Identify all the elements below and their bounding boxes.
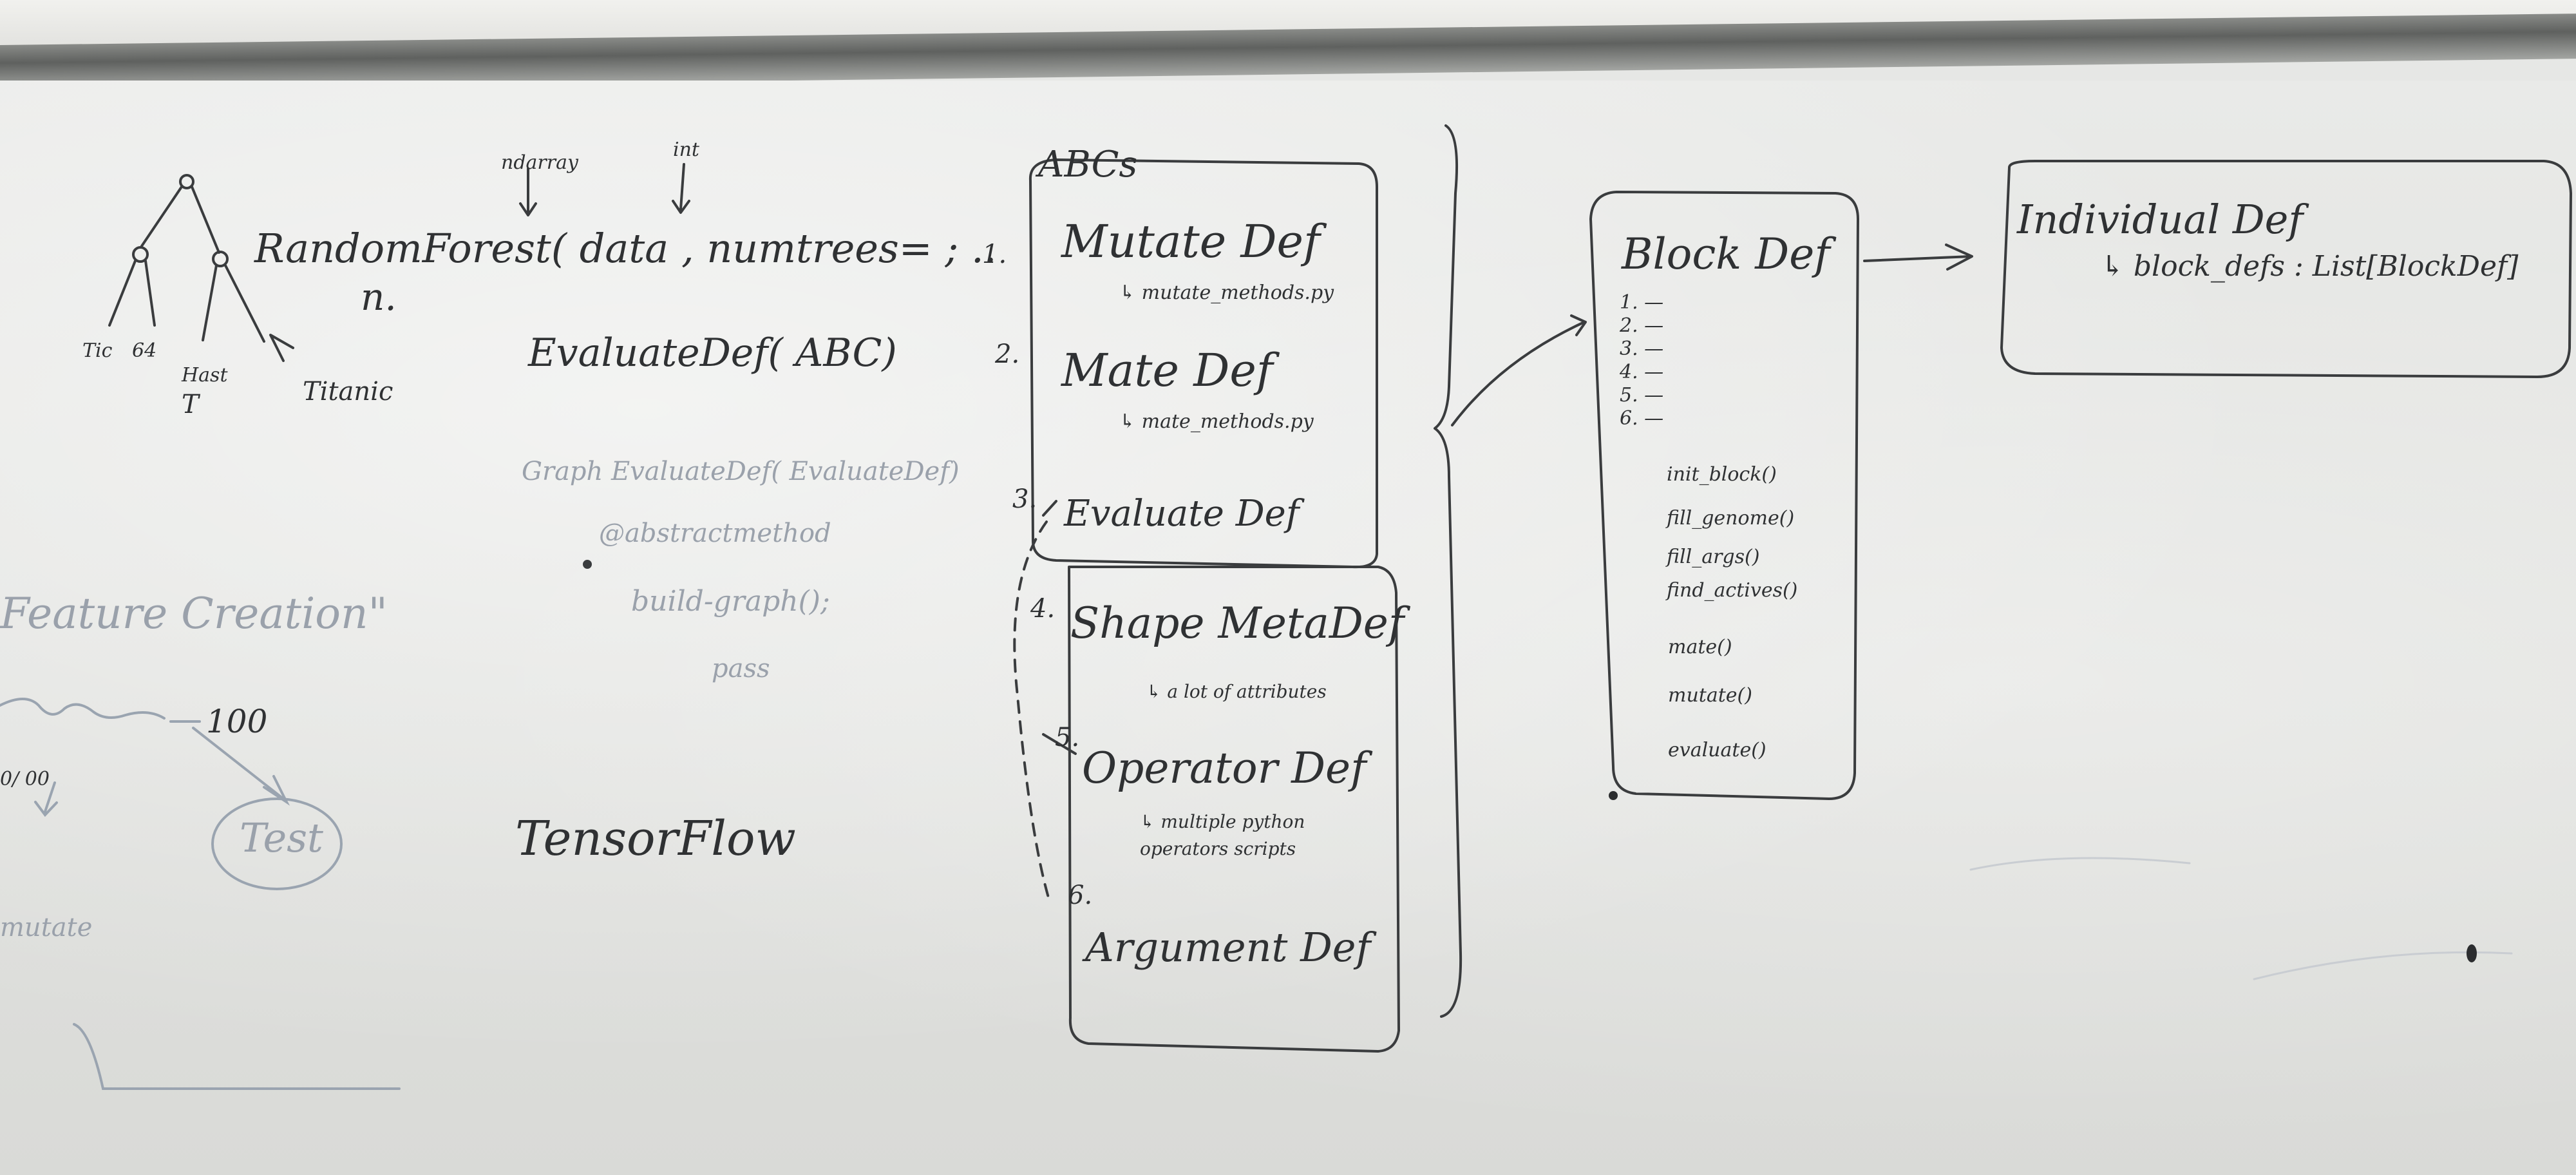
block-def-numbered-item: 1. — <box>1620 291 1664 314</box>
individual-def-title: Individual Def <box>2017 196 2304 243</box>
ndarray-arrow <box>519 167 537 216</box>
faint-down-arrow <box>34 781 58 817</box>
block-def-method: find_actives() <box>1667 579 1798 602</box>
block-def-method: fill_genome() <box>1667 507 1795 530</box>
ndarray-annotation: ndarray <box>501 151 578 174</box>
dashed-arc <box>1013 521 1051 903</box>
faint-loop <box>0 698 166 720</box>
block-def-numbered-item: 3. — <box>1620 338 1664 360</box>
abcs-brace <box>1434 124 1463 1018</box>
block-def-numbered-list: 1. — 2. — 3. — 4. — 5. — 6. — <box>1620 293 1663 428</box>
abc-item-note: ↳ mutate_methods.py <box>1119 282 1334 304</box>
block-def-method: mutate() <box>1668 684 1752 707</box>
ghost-stroke <box>2253 951 2513 980</box>
abcs-box-top <box>1028 158 1378 569</box>
block-def-method: mate() <box>1668 636 1732 658</box>
block-def-numbered-item: 4. — <box>1620 361 1664 383</box>
test-label: Test <box>240 814 323 861</box>
block-def-method: fill_args() <box>1667 546 1760 568</box>
abc-item-number: 5. <box>1055 723 1080 752</box>
ratio-label: 0/ 00 <box>0 768 50 790</box>
block-def-box <box>1589 191 1859 800</box>
block-def-numbered-item: 5. — <box>1620 384 1664 406</box>
abc-item-name: Mate Def <box>1061 344 1273 397</box>
arrow-to-individual-def <box>1863 244 1973 271</box>
pass-keyword: pass <box>712 654 770 683</box>
abc-item-number: 4. <box>1030 594 1056 624</box>
abc-item-name: Argument Def <box>1085 924 1371 971</box>
tree-leaf-label: Tic <box>82 339 113 362</box>
feature-creation-label: Feature Creation" <box>0 589 388 638</box>
hundred-label: 100 <box>206 703 268 740</box>
int-arrow <box>672 163 690 214</box>
whiteboard <box>0 81 2576 1175</box>
randomforest-call: RandomForest( data , numtrees= ; .. <box>254 225 997 272</box>
block-def-title: Block Def <box>1622 229 1830 279</box>
block-def-method: evaluate() <box>1668 739 1766 761</box>
abc-item-note: ↳ a lot of attributes <box>1146 681 1327 702</box>
abc-item-note: ↳ multiple python operators scripts <box>1140 811 1305 859</box>
tree-diagram <box>108 174 294 362</box>
block-def-method: init_block() <box>1667 463 1777 486</box>
tensorflow-label: TensorFlow <box>515 811 796 866</box>
faint-arrow-test <box>192 727 290 806</box>
faint-bracket <box>73 1023 401 1090</box>
int-annotation: int <box>673 139 699 161</box>
ghost-stroke-2 <box>1969 857 2191 871</box>
tree-leaf-label: Hast <box>182 364 228 387</box>
abc-item-note: ↳ mate_methods.py <box>1119 410 1314 433</box>
ink-dot-right <box>2467 944 2477 962</box>
mutate-label: mutate <box>0 913 93 942</box>
abc-item-number: 6. <box>1068 881 1093 910</box>
tree-leaf-label: Titanic <box>303 377 393 406</box>
evaluate-def-abc: EvaluateDef( ABC) <box>528 330 897 376</box>
n-label: n. <box>361 275 397 319</box>
ink-dot <box>1609 791 1618 800</box>
block-def-numbered-item: 6. — <box>1620 407 1664 430</box>
individual-def-field: ↳ block_defs : List[BlockDef] <box>2101 250 2519 283</box>
individual-def-box <box>2000 160 2572 378</box>
graph-evaluate-def: Graph EvaluateDef( EvaluateDef) <box>522 457 960 486</box>
abc-item-name: Operator Def <box>1082 743 1367 793</box>
tree-leaf-label: T <box>182 390 199 419</box>
abc-item-name: Evaluate Def <box>1064 493 1300 535</box>
abcs-box-bottom <box>1068 566 1400 1053</box>
arrow-to-block-def <box>1451 314 1587 426</box>
tree-leaf-label: 64 <box>132 339 157 362</box>
item-pointer-arrows <box>1042 500 1077 755</box>
abc-item-number: 2. <box>995 339 1020 369</box>
abcs-heading: ABCs <box>1038 144 1138 186</box>
abc-item-name: Shape MetaDef <box>1070 598 1405 648</box>
build-graph-method: build-graph(); <box>631 585 830 618</box>
abstractmethod-decorator: @abstractmethod <box>599 519 831 548</box>
block-def-numbered-item: 2. — <box>1620 314 1664 337</box>
abc-item-number: 1. <box>982 240 1007 269</box>
abc-item-number: 3. <box>1012 484 1037 514</box>
test-ellipse <box>211 798 343 890</box>
abc-item-name: Mutate Def <box>1061 215 1320 268</box>
